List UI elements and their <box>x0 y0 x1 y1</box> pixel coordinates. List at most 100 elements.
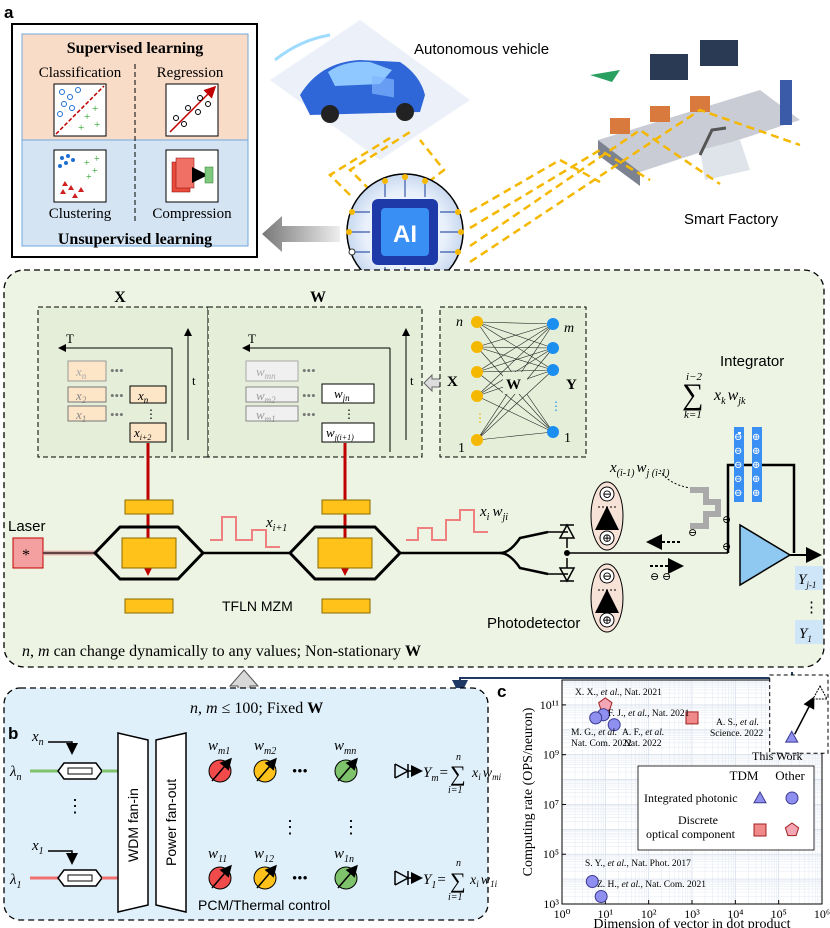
svg-text:t: t <box>410 373 414 388</box>
svg-text:⊕: ⊕ <box>752 446 760 457</box>
svg-text:⋮: ⋮ <box>66 796 84 816</box>
smart-factory-label: Smart Factory <box>684 211 779 228</box>
svg-text:⊖: ⊖ <box>722 541 731 553</box>
chart-y-tick-label: 10³ <box>543 897 559 911</box>
svg-text:⊖ ⊖: ⊖ ⊖ <box>650 571 671 583</box>
svg-text:⊖: ⊖ <box>734 488 742 499</box>
svg-text:⋮: ⋮ <box>550 399 562 413</box>
svg-text:⋮: ⋮ <box>342 817 360 837</box>
this-work-box <box>769 674 829 754</box>
svg-text:k=1: k=1 <box>684 409 702 421</box>
svg-text:+: + <box>78 122 84 134</box>
svg-text:⊖: ⊖ <box>722 514 731 526</box>
svg-text:⋮: ⋮ <box>343 407 355 421</box>
legend-discrete-b: optical component <box>646 827 736 841</box>
integrator-label: Integrator <box>720 353 784 370</box>
power-fan-out <box>155 732 187 913</box>
svg-text:xn: xn <box>137 388 149 405</box>
svg-text:n: n <box>456 858 461 869</box>
svg-text:⊖: ⊖ <box>734 460 742 471</box>
point-this-work <box>784 730 799 743</box>
svg-text:X: X <box>447 374 458 390</box>
ai-chip-label: AI <box>393 221 417 248</box>
svg-text:i=1: i=1 <box>448 892 463 903</box>
current-arrows: ⊖ ⊖ ⊖ <box>646 527 697 583</box>
chart-y-tick-label: 10⁹ <box>543 748 559 762</box>
svg-text:•••: ••• <box>292 764 308 780</box>
svg-text:λ1: λ1 <box>9 872 22 891</box>
clustering-icon: ++ ++ <box>53 149 107 203</box>
svg-text:xn: xn <box>31 729 44 748</box>
chart-y-tick-label: 10⁷ <box>543 797 559 811</box>
laser-label: Laser <box>8 518 46 535</box>
svg-text:x1: x1 <box>75 407 86 424</box>
svg-text:•••: ••• <box>110 388 124 403</box>
learning-box: Supervised learning Classification Regre… <box>11 23 258 258</box>
classification-label: Classification <box>39 65 122 81</box>
waveguide <box>43 525 549 581</box>
w-buffer-box: T t wmn ••• wm2 ••• wjn wm1 ••• ⋮ wj(i+1… <box>207 306 423 458</box>
chart-x-tick-label: 10⁴ <box>727 907 743 921</box>
autonomous-vehicle-label: Autonomous vehicle <box>414 41 549 58</box>
svg-text:xn: xn <box>75 364 87 381</box>
label-af-2022: A. F., et al.Nat. 2022 <box>622 728 664 749</box>
compression-label: Compression <box>152 206 232 222</box>
point-as-2022 <box>685 711 699 725</box>
chart-y-tick-label: 10⁵ <box>543 847 559 861</box>
svg-text:⊕: ⊕ <box>752 460 760 471</box>
prev-term-label: x(i-1)wj (i-1) <box>609 460 670 479</box>
dynamic-note: n, m can change dynamically to any value… <box>22 643 421 660</box>
svg-text:1: 1 <box>458 441 465 456</box>
regression-icon <box>165 83 219 137</box>
panel-a-label: a <box>4 3 14 22</box>
svg-text:⋮: ⋮ <box>145 407 157 421</box>
svg-text:wm1: wm1 <box>208 738 230 757</box>
svg-text:⋮: ⋮ <box>804 600 819 616</box>
svg-text:Y: Y <box>566 377 577 393</box>
wdm-fan-in <box>117 732 149 913</box>
label-as-2022: A. S., et al.Science. 2022 <box>710 718 764 739</box>
svg-text:wm1: wm1 <box>256 407 276 424</box>
autonomous-vehicle-illustration <box>270 20 470 160</box>
weight-row-1: ••• w11 w12 w1n <box>186 846 395 890</box>
svg-text:λn: λn <box>9 764 22 783</box>
regression-label: Regression <box>157 65 224 81</box>
svg-text:•••: ••• <box>302 363 316 378</box>
x-buffer-box: T t xn ••• x2 ••• xn x1 ••• ⋮ xi+2 <box>37 306 209 458</box>
svg-text:∑: ∑ <box>450 868 466 893</box>
svg-text:wj(i+1): wj(i+1) <box>326 425 354 442</box>
classification-icon: ++ ++ <box>53 83 107 137</box>
svg-text:⊖: ⊖ <box>602 569 612 583</box>
legend-discrete-a: Discrete <box>678 813 718 827</box>
svg-text:⊖: ⊖ <box>734 446 742 457</box>
legend-integrated: Integrated photonic <box>644 791 738 805</box>
label-mg-2022: M. G., et al.Nat. Com. 2022 <box>571 728 632 749</box>
y1-label: Y1 <box>799 626 812 644</box>
svg-text:⊕: ⊕ <box>752 432 760 443</box>
legend-other-integrated-marker <box>785 791 799 805</box>
svg-text:w11: w11 <box>208 846 227 865</box>
panel-b-label: b <box>8 724 18 743</box>
yj1-box <box>795 566 823 590</box>
ai-chip: AI <box>346 173 464 291</box>
xi1-label: xi+1 <box>265 515 287 534</box>
svg-text:wmn: wmn <box>334 738 356 757</box>
chart-legend <box>637 765 815 851</box>
svg-text:W: W <box>506 377 521 393</box>
svg-text:+: + <box>94 154 100 165</box>
mzm2-bottom-electrode <box>321 598 371 614</box>
label-xx-2021: X. X., et al., Nat. 2021 <box>575 688 662 698</box>
svg-text:⊕: ⊕ <box>752 474 760 485</box>
svg-text:i−2: i−2 <box>686 371 702 383</box>
svg-text:1: 1 <box>564 431 571 446</box>
integrator-circuit: ⊖⊕ ⊖⊕ ⊖⊕ ⊖⊕ ⊖⊕ ⊖ ⊖ <box>722 427 822 587</box>
tfln-label: TFLN MZM <box>222 598 293 614</box>
mzm1-bottom-electrode <box>124 598 174 614</box>
legend-other-discrete-marker <box>784 822 800 837</box>
clustering-label: Clustering <box>49 206 112 222</box>
